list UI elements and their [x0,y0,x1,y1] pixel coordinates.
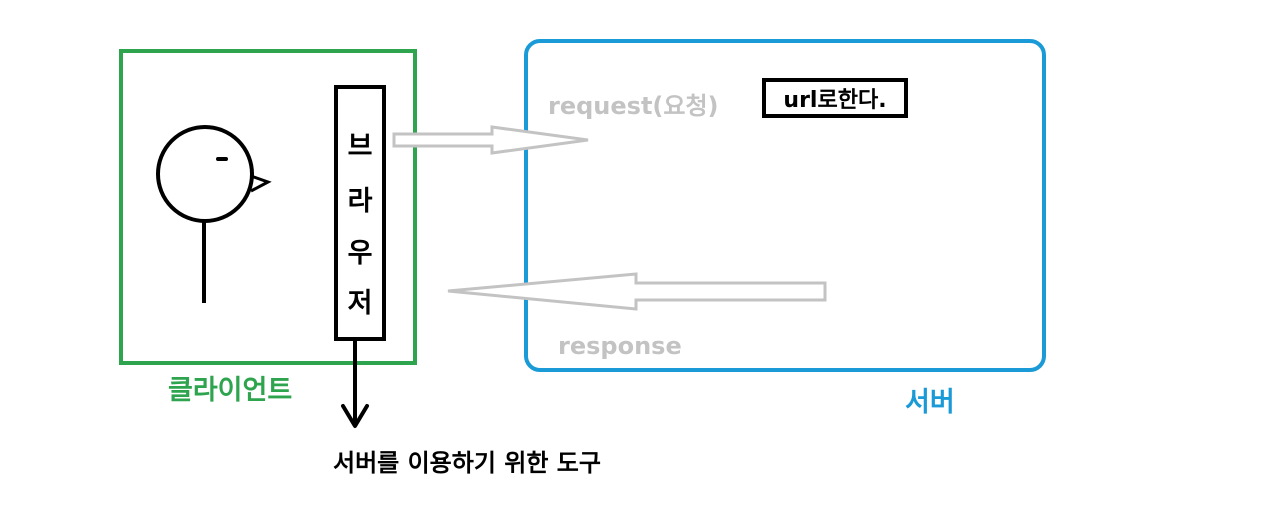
tool-caption: 서버를 이용하기 위한 도구 [333,449,601,477]
server-box [524,39,1046,372]
person-beak [250,174,272,193]
response-arrow [447,272,827,311]
browser-char-4: 저 [347,288,373,319]
tool-arrow [341,336,369,428]
response-label: response [558,332,682,360]
request-arrow [392,125,589,155]
person-icon [156,125,272,303]
browser-char-1: 브 [347,131,373,162]
person-head [156,125,254,223]
browser-char-3: 우 [347,238,373,269]
client-label: 클라이언트 [168,375,293,406]
browser-box: 브 라 우 저 [334,85,386,341]
request-label: request(요청) [548,92,719,120]
browser-char-2: 라 [347,186,373,217]
client-box [119,49,417,365]
server-label: 서버 [905,387,955,418]
url-note: url로한다. [762,78,908,118]
